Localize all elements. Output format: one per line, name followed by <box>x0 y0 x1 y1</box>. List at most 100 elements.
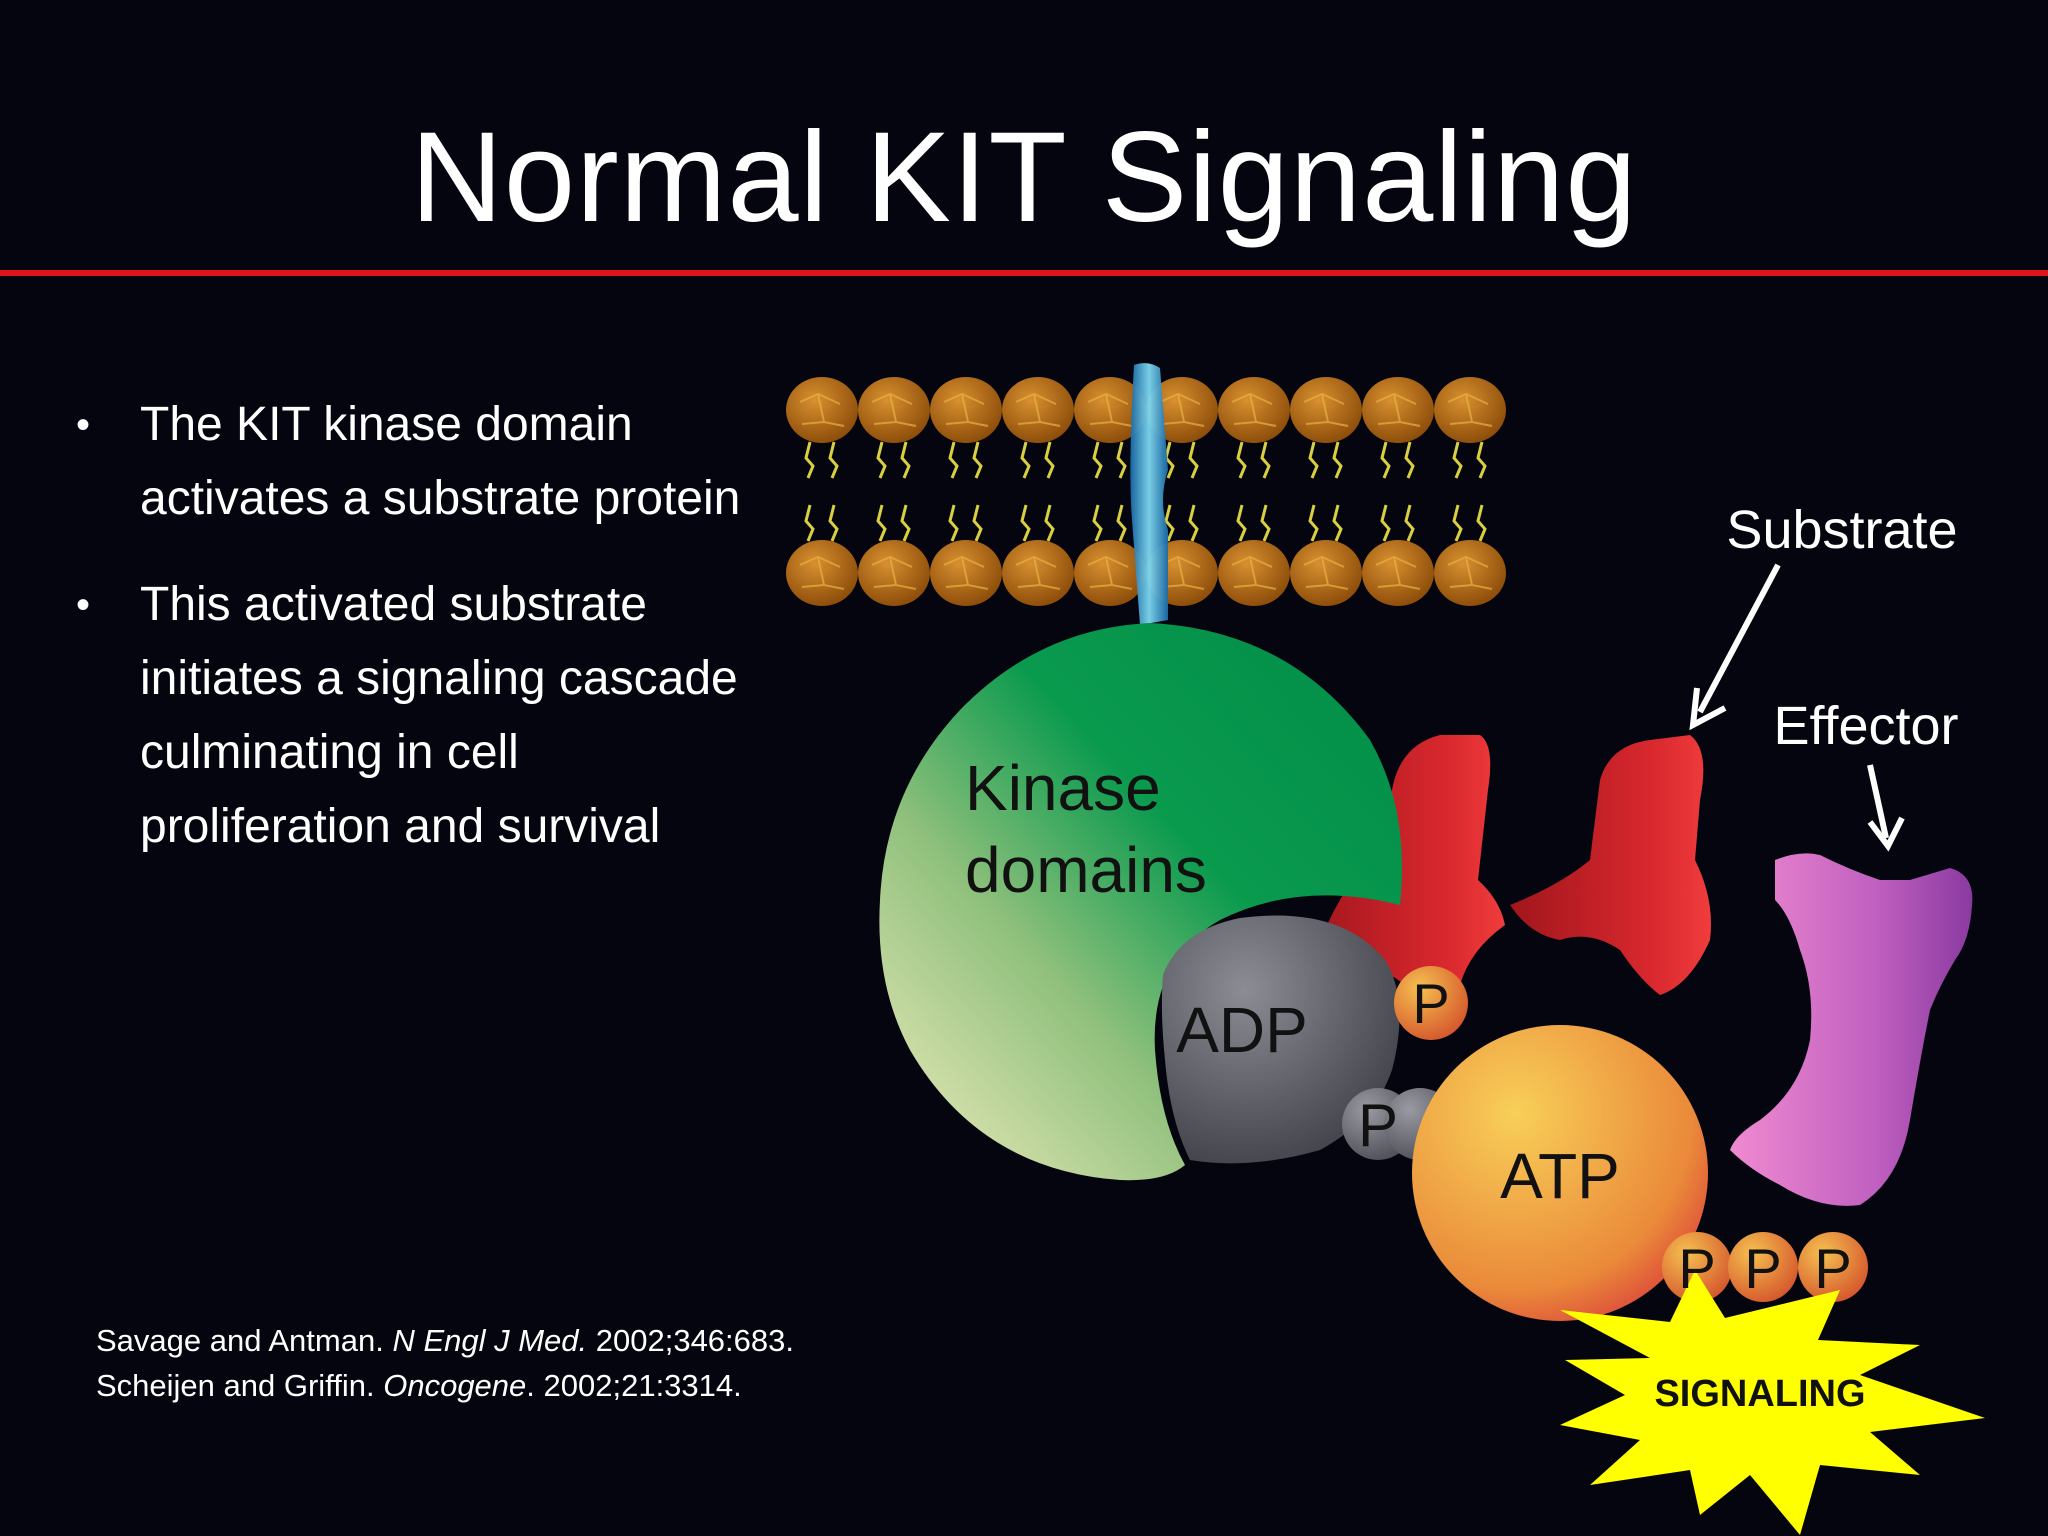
lipid-head-texture <box>1087 392 1133 427</box>
lipid-head-texture <box>943 392 989 427</box>
lipid-tail <box>1116 441 1127 479</box>
phosphate-icon <box>1662 1232 1732 1302</box>
membrane-outer-leaflet <box>786 377 1506 443</box>
adp-molecule <box>1161 915 1400 1164</box>
lipid-tail <box>1308 441 1319 479</box>
lipid-head-texture <box>1303 392 1349 427</box>
lipid-tail <box>1164 441 1175 479</box>
lipid-tail <box>1092 504 1103 542</box>
atp-molecule <box>1412 1025 1708 1321</box>
lipid-tail <box>1044 441 1055 479</box>
signaling-burst-icon <box>1560 1270 1985 1535</box>
substrate-label: Substrate <box>1726 500 1957 560</box>
lipid-tail <box>948 504 959 542</box>
lipid-tail <box>972 441 983 479</box>
reference-authors: Scheijen and Griffin. <box>96 1368 384 1403</box>
lipid-tail <box>1260 504 1271 542</box>
substrate-protein-bound <box>1305 735 1505 994</box>
lipid-head-texture <box>799 392 845 427</box>
lipid-tail <box>804 441 815 479</box>
signaling-label: SIGNALING <box>1654 1373 1865 1415</box>
phosphate-icon <box>1728 1232 1798 1302</box>
effector-label: Effector <box>1773 696 1958 756</box>
phosphate-label: P <box>1412 972 1449 1035</box>
lipid-tail <box>1404 441 1415 479</box>
lipid-head-texture <box>1087 555 1133 590</box>
lipid-tail <box>1404 504 1415 542</box>
lipid-tail <box>828 504 839 542</box>
phosphate-label: P <box>1744 1237 1781 1300</box>
bullet-list: • The KIT kinase domain activates a subs… <box>72 388 772 896</box>
lipid-head-texture <box>871 555 917 590</box>
lipid-tail <box>1020 441 1031 479</box>
lipid-tail <box>1380 441 1391 479</box>
lipid-tail <box>1092 441 1103 479</box>
receptor-helix <box>1130 363 1168 625</box>
effector-arrow-icon <box>1867 764 1905 852</box>
reference-line: Savage and Antman. N Engl J Med. 2002;34… <box>96 1318 996 1363</box>
lipid-tail <box>1236 441 1247 479</box>
slide-title: Normal KIT Signaling <box>410 106 1638 249</box>
lipid-head-texture <box>1375 555 1421 590</box>
kinase-label-line2: domains <box>965 834 1207 906</box>
lipid-tail <box>1020 504 1031 542</box>
lipid-tail <box>1116 504 1127 542</box>
membrane-lipid-tails <box>804 441 1487 542</box>
bullet-icon: • <box>76 403 91 447</box>
substrate-protein-free <box>1510 735 1711 995</box>
lipid-head-texture <box>943 555 989 590</box>
effector-protein <box>1730 853 1973 1206</box>
bullet-item: • This activated substrate initiates a s… <box>72 568 772 864</box>
phosphate-label: P <box>1678 1237 1715 1300</box>
reference-citation: 2002;346:683. <box>587 1323 794 1358</box>
reference-journal: N Engl J Med. <box>392 1323 588 1358</box>
lipid-tail <box>1044 504 1055 542</box>
lipid-tail <box>1188 504 1199 542</box>
lipid-tail <box>1236 504 1247 542</box>
lipid-tail <box>948 441 959 479</box>
lipid-tail <box>972 504 983 542</box>
lipid-tail <box>804 504 815 542</box>
lipid-tail <box>1380 504 1391 542</box>
phosphate-transferred-icon <box>1394 966 1468 1040</box>
adp-label: ADP <box>1176 994 1308 1066</box>
lipid-tail <box>900 504 911 542</box>
lipid-head-texture <box>1231 555 1277 590</box>
lipid-head-texture <box>1159 392 1205 427</box>
lipid-head-texture <box>799 555 845 590</box>
bullet-item: • The KIT kinase domain activates a subs… <box>72 388 772 536</box>
references: Savage and Antman. N Engl J Med. 2002;34… <box>96 1318 996 1408</box>
lipid-head-texture <box>1015 555 1061 590</box>
lipid-tail <box>1476 504 1487 542</box>
lipid-head-texture <box>1375 392 1421 427</box>
lipid-tail <box>1332 504 1343 542</box>
lipid-tail <box>1188 441 1199 479</box>
lipid-tail <box>828 441 839 479</box>
phosphate-label: P <box>1814 1237 1851 1300</box>
lipid-head-texture <box>1447 555 1493 590</box>
kinase-label-line1: Kinase <box>965 752 1161 824</box>
bullet-text: The KIT kinase domain activates a substr… <box>140 398 741 525</box>
bullet-text: This activated substrate initiates a sig… <box>140 578 738 853</box>
lipid-tail <box>1452 441 1463 479</box>
lipid-tail <box>1476 441 1487 479</box>
lipid-tail <box>900 441 911 479</box>
phosphate-icon <box>1798 1232 1868 1302</box>
lipid-tail <box>1164 504 1175 542</box>
lipid-tail <box>1452 504 1463 542</box>
reference-citation: . 2002;21:3314. <box>526 1368 742 1403</box>
kinase-domain <box>879 623 1402 1181</box>
reference-line: Scheijen and Griffin. Oncogene. 2002;21:… <box>96 1363 996 1408</box>
lipid-head-texture <box>1303 555 1349 590</box>
lipid-head-texture <box>871 392 917 427</box>
bullet-icon: • <box>76 583 91 627</box>
lipid-tail <box>876 504 887 542</box>
lipid-tail <box>1260 441 1271 479</box>
substrate-arrow-icon <box>1689 563 1781 731</box>
reference-authors: Savage and Antman. <box>96 1323 393 1358</box>
reference-journal: Oncogene <box>383 1368 527 1403</box>
phosphate-gray-label: P <box>1358 1092 1398 1159</box>
atp-label: ATP <box>1500 1140 1620 1212</box>
lipid-head-texture <box>1447 392 1493 427</box>
